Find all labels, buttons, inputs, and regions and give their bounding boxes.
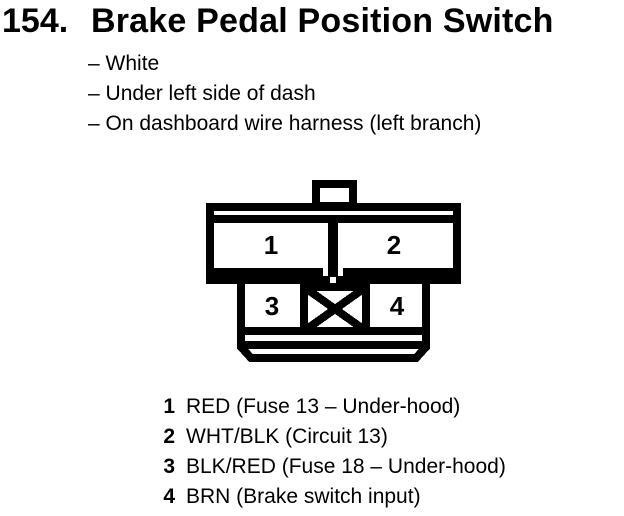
- legend-pin-number: 2: [163, 425, 175, 448]
- legend-pin-desc: BRN (Brake switch input): [186, 485, 421, 508]
- detail-text: Under left side of dash: [105, 82, 316, 105]
- item-number: 154.: [2, 2, 69, 40]
- detail-text: On dashboard wire harness (left branch): [105, 112, 482, 135]
- legend-pin-number: 4: [163, 485, 175, 508]
- divider-notch: [323, 268, 328, 276]
- detail-item: – On dashboard wire harness (left branch…: [88, 109, 481, 139]
- cavity-divider: [328, 219, 338, 272]
- divider-notch: [330, 277, 336, 284]
- detail-item: – White: [88, 49, 481, 79]
- legend-pin-desc: RED (Fuse 13 – Under-hood): [186, 395, 461, 418]
- detail-item: – Under left side of dash: [88, 79, 481, 109]
- page-title: 154. Brake Pedal Position Switch: [0, 0, 624, 44]
- detail-text: White: [105, 52, 160, 75]
- dash: –: [88, 52, 100, 75]
- dash: –: [88, 82, 100, 105]
- pin-4-label: 4: [390, 291, 405, 321]
- legend-pin-number: 3: [163, 455, 175, 478]
- legend-pin-desc: WHT/BLK (Circuit 13): [186, 425, 388, 448]
- connector-tab: [312, 180, 357, 210]
- legend-pin-number: 1: [163, 395, 175, 418]
- detail-list: – White – Under left side of dash – On d…: [88, 49, 481, 139]
- divider-notch: [338, 268, 343, 276]
- pin-3-label: 3: [265, 291, 279, 321]
- pin-1-label: 1: [264, 230, 278, 260]
- legend-pin-desc: BLK/RED (Fuse 18 – Under-hood): [186, 455, 506, 478]
- x-mark-diagonal: [301, 283, 369, 335]
- item-title: Brake Pedal Position Switch: [91, 2, 554, 40]
- lower-shell-outline: [237, 284, 430, 362]
- pin-2-label: 2: [387, 230, 401, 260]
- dash: –: [88, 112, 100, 135]
